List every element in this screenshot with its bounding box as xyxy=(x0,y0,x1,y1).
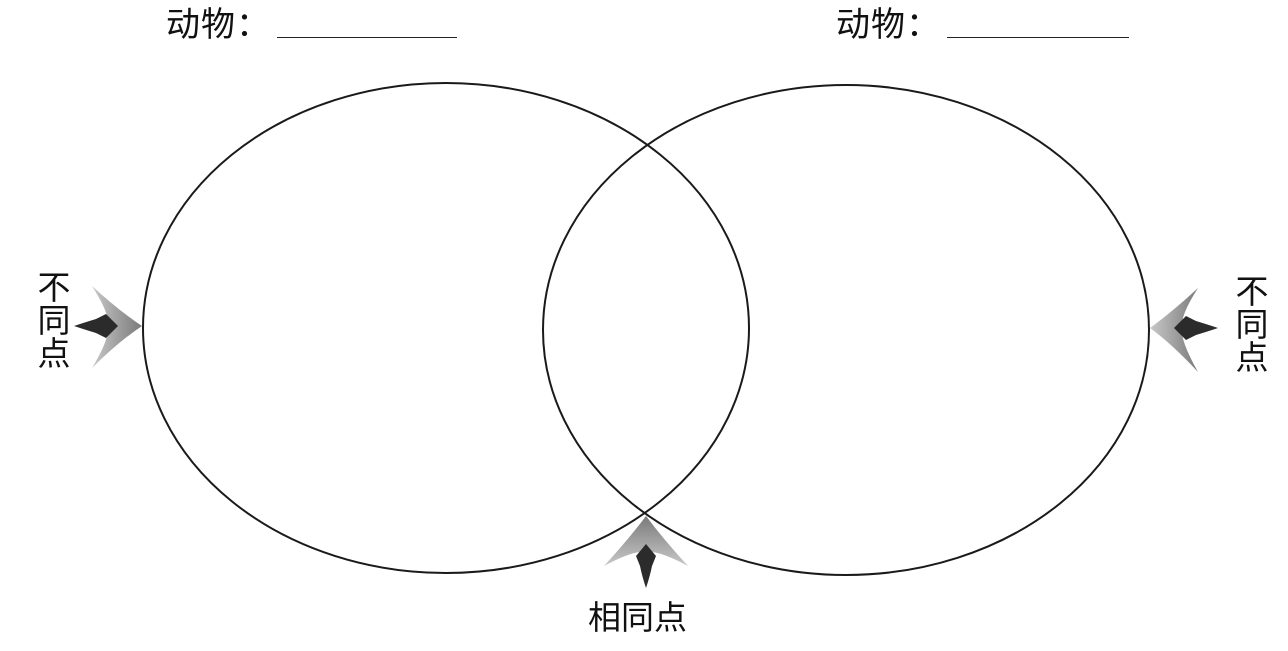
left-animal-heading: 动物： xyxy=(166,0,457,44)
left-differences-label: 不同点 xyxy=(32,270,71,369)
left-animal-label: 动物： xyxy=(166,5,271,45)
arrow-up-icon xyxy=(604,516,688,588)
right-animal-label: 动物： xyxy=(836,5,941,45)
right-circle xyxy=(542,84,1150,576)
arrow-right-icon xyxy=(74,286,142,368)
right-animal-heading: 动物： xyxy=(836,0,1129,44)
left-animal-blank-line[interactable] xyxy=(277,7,457,38)
right-animal-blank-line[interactable] xyxy=(947,7,1129,38)
arrow-left-icon xyxy=(1150,288,1218,372)
left-circle xyxy=(142,82,750,574)
similarities-label: 相同点 xyxy=(588,598,687,637)
right-differences-label: 不同点 xyxy=(1230,274,1269,373)
